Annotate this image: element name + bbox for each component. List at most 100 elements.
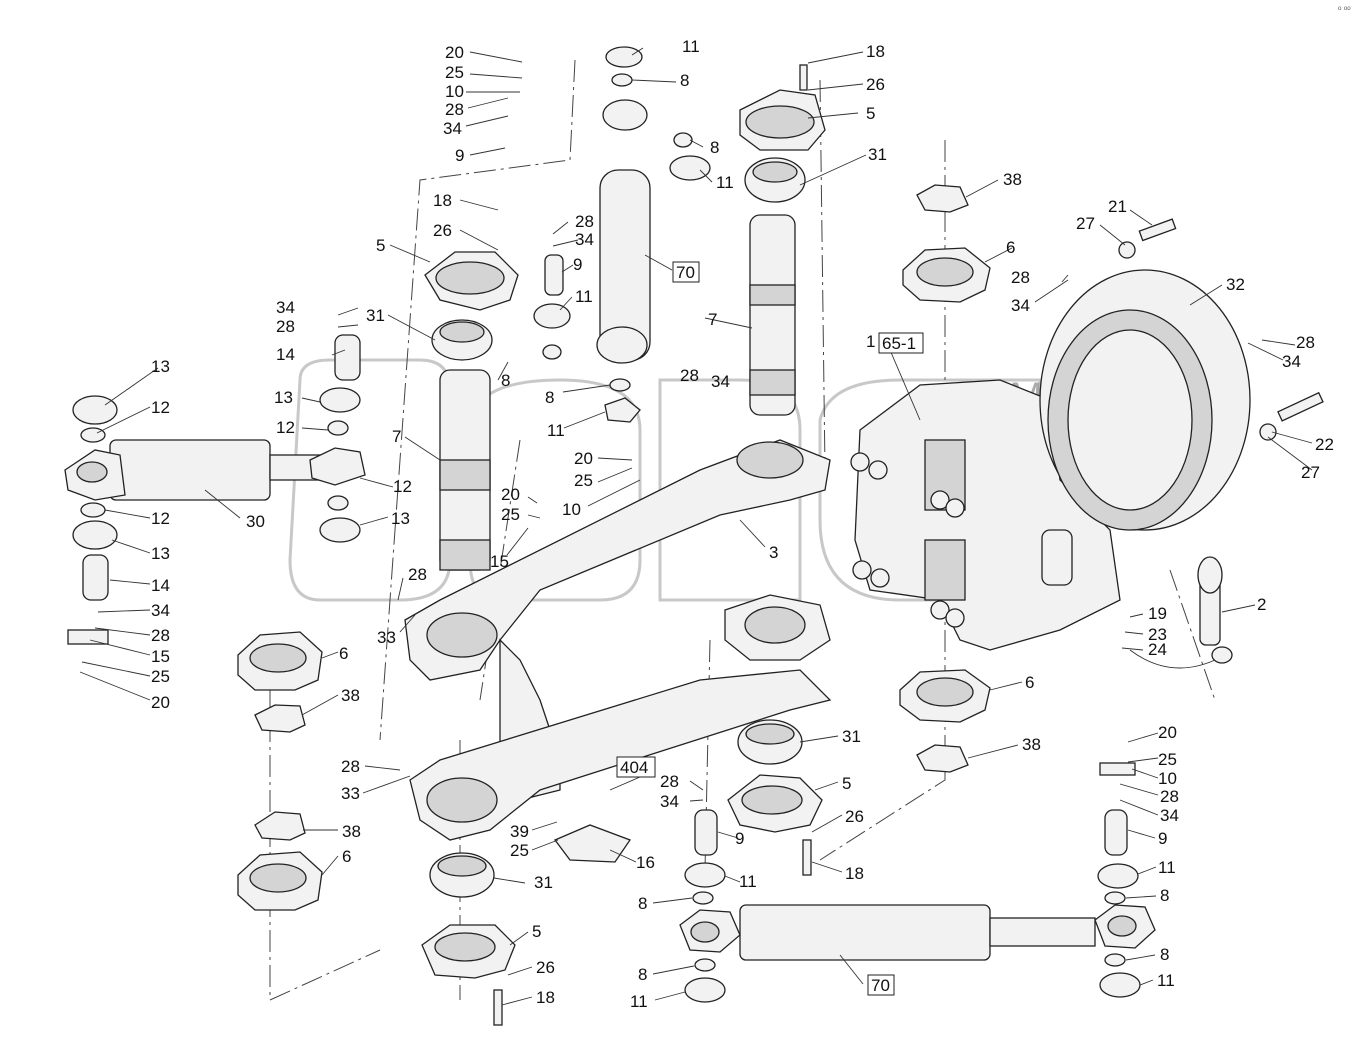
callout-label: 18 xyxy=(845,864,864,883)
callout-label: 3 xyxy=(769,543,778,562)
callout-label: 8 xyxy=(501,371,510,390)
nut-13 xyxy=(72,395,118,425)
callout-label: 11 xyxy=(575,287,593,306)
callout-label: 31 xyxy=(868,145,887,164)
cylinder-body-30 xyxy=(109,439,271,501)
left-lower-rings xyxy=(237,631,323,911)
callout-label: 28 xyxy=(445,100,464,119)
reference-label: 70 xyxy=(871,976,890,995)
callout-label: 34 xyxy=(575,230,594,249)
pin-14-b xyxy=(334,334,361,381)
boxed-reference-labels: 70 65-1 404 70 xyxy=(616,261,924,996)
callout-label: 6 xyxy=(342,847,351,866)
callout-label: 20 xyxy=(574,449,593,468)
callout-label: 28 xyxy=(1296,333,1315,352)
nut-11 xyxy=(605,46,643,68)
callout-label: 11 xyxy=(716,173,734,192)
callout-label: 38 xyxy=(1022,735,1041,754)
callout-label: 6 xyxy=(339,644,348,663)
callout-label: 34 xyxy=(276,298,295,317)
callout-label: 1 xyxy=(866,332,875,351)
callout-label: 8 xyxy=(638,965,647,984)
callout-label: 9 xyxy=(735,829,744,848)
reference-label: 404 xyxy=(620,758,648,777)
washer-12 xyxy=(80,427,106,443)
callout-label: 12 xyxy=(393,477,412,496)
callout-label: 31 xyxy=(842,727,861,746)
callout-label: 32 xyxy=(1226,275,1245,294)
callout-label: 38 xyxy=(342,822,361,841)
callout-label: 28 xyxy=(276,317,295,336)
callout-label: 13 xyxy=(151,357,170,376)
callout-label: 10 xyxy=(445,82,464,101)
callout-label: 28 xyxy=(1011,268,1030,287)
callout-label: 8 xyxy=(710,138,719,157)
callout-label: 16 xyxy=(636,853,655,872)
callout-label: 11 xyxy=(739,872,757,891)
upper-right-assembly xyxy=(739,64,826,416)
callout-label: 31 xyxy=(534,873,553,892)
callout-label: 15 xyxy=(151,647,170,666)
reference-label: 65-1 xyxy=(882,334,916,353)
callout-label: 25 xyxy=(510,841,529,860)
callout-label: 21 xyxy=(1108,197,1127,216)
callout-label: 14 xyxy=(151,576,170,595)
callout-label: 27 xyxy=(1076,214,1095,233)
callout-label: 34 xyxy=(151,601,170,620)
callout-label: 10 xyxy=(1158,769,1177,788)
callout-label: 11 xyxy=(630,992,648,1011)
callout-label: 9 xyxy=(573,255,582,274)
callout-label: 9 xyxy=(455,146,464,165)
callout-label: 25 xyxy=(501,505,520,524)
callout-label: 27 xyxy=(1301,463,1320,482)
callout-label: 19 xyxy=(1148,604,1167,623)
callout-label: 5 xyxy=(842,774,851,793)
lower-cylinder-70 xyxy=(679,762,1156,1003)
callout-label: 5 xyxy=(376,236,385,255)
callout-label: 38 xyxy=(341,686,360,705)
callout-label: 10 xyxy=(562,500,581,519)
bolt-18 xyxy=(799,64,808,91)
callout-label: 22 xyxy=(1315,435,1334,454)
callout-label: 13 xyxy=(151,544,170,563)
boxed-reference: 65-1 xyxy=(878,332,924,354)
callout-label: 28 xyxy=(660,772,679,791)
callout-label: 34 xyxy=(443,119,462,138)
right-rings xyxy=(899,184,991,773)
callout-label: 5 xyxy=(866,104,875,123)
callout-label: 9 xyxy=(1158,829,1167,848)
callout-label: 28 xyxy=(1160,787,1179,806)
callout-label: 12 xyxy=(151,398,170,417)
callout-label: 8 xyxy=(545,388,554,407)
nut-11-b xyxy=(669,155,711,181)
callout-label: 38 xyxy=(1003,170,1022,189)
callout-label: 28 xyxy=(575,212,594,231)
lock-pin-2 xyxy=(1129,556,1233,669)
callout-label: 14 xyxy=(276,345,295,364)
callout-label: 25 xyxy=(574,471,593,490)
callout-label: 13 xyxy=(274,388,293,407)
slewing-ring-32 xyxy=(1039,218,1324,531)
callout-label: 26 xyxy=(866,75,885,94)
callout-label: 25 xyxy=(445,63,464,82)
callout-label: 5 xyxy=(532,922,541,941)
callout-label: 26 xyxy=(536,958,555,977)
flange-bore xyxy=(435,261,505,295)
reference-box xyxy=(878,332,924,354)
callout-label: 31 xyxy=(366,306,385,325)
boxed-reference: 70 xyxy=(867,974,895,996)
plate-15 xyxy=(67,629,109,645)
callout-label: 7 xyxy=(392,427,401,446)
reference-box xyxy=(616,756,656,778)
reference-label: 70 xyxy=(676,263,695,282)
leader-lines xyxy=(79,47,1313,1006)
upper-left-assembly xyxy=(424,251,519,571)
callout-label: 11 xyxy=(1158,858,1176,877)
callout-label: 33 xyxy=(377,628,396,647)
reference-box xyxy=(672,261,700,283)
callout-label: 11 xyxy=(1157,971,1175,990)
callout-label: 23 xyxy=(1148,625,1167,644)
callout-label: 18 xyxy=(433,191,452,210)
